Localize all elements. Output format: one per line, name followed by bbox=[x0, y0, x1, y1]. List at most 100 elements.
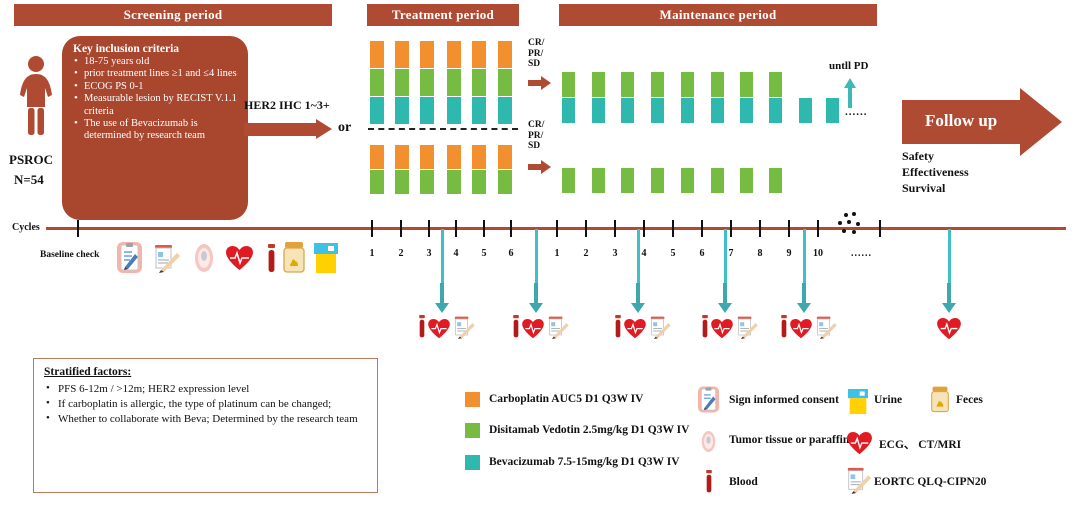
phase-label: Screening period bbox=[123, 7, 223, 22]
timeline-scatter-dots bbox=[832, 212, 866, 238]
phase-label: Maintenance period bbox=[659, 7, 777, 22]
bar-bevacizumab bbox=[769, 98, 782, 123]
eortc-questionnaire-icon bbox=[152, 243, 181, 273]
ecg-heart-icon bbox=[522, 319, 544, 339]
ecg-heart-icon bbox=[226, 246, 253, 271]
bar-bevacizumab bbox=[562, 98, 575, 123]
timeline-tick bbox=[614, 220, 616, 237]
blood-tube-icon bbox=[781, 315, 787, 338]
bar-disitamab bbox=[711, 168, 724, 193]
timeline-tick bbox=[428, 220, 430, 237]
bar-bevacizumab bbox=[621, 98, 634, 123]
followup-outcome: Survival bbox=[902, 181, 946, 195]
stratified-item: Whether to collaborate with Beva; Determ… bbox=[44, 411, 367, 426]
randomization-arrow-shaft bbox=[244, 123, 316, 136]
bar-disitamab bbox=[592, 72, 605, 97]
followup-outcomes: Safety Effectiveness Survival bbox=[902, 148, 969, 196]
legend-label-urine: Urine bbox=[874, 394, 903, 406]
bar-disitamab bbox=[711, 72, 724, 97]
cycle-number: 5 bbox=[481, 248, 487, 259]
patient-pictogram-icon bbox=[14, 55, 58, 137]
assessment-icon-group bbox=[937, 318, 961, 340]
bar-carboplatin bbox=[420, 145, 434, 169]
bar-disitamab bbox=[562, 168, 575, 193]
response-line: SD bbox=[528, 59, 541, 69]
assessment-arrow-icon bbox=[796, 283, 812, 313]
stratified-factors-title: Stratified factors: bbox=[44, 366, 367, 378]
bar-disitamab bbox=[562, 72, 575, 97]
arm-divider-dashed-line bbox=[368, 128, 518, 130]
bar-disitamab bbox=[651, 72, 664, 97]
assessment-marker bbox=[535, 229, 538, 301]
cycle-number: 9 bbox=[786, 248, 792, 259]
legend-label-eortc: EORTC QLQ-CIPN20 bbox=[874, 476, 987, 488]
urine-cup-icon bbox=[314, 243, 338, 273]
bar-bevacizumab bbox=[711, 98, 724, 123]
bar-carboplatin bbox=[498, 145, 512, 169]
cycle-number: 4 bbox=[453, 248, 459, 259]
bar-disitamab bbox=[472, 170, 486, 194]
ecg-heart-icon bbox=[790, 319, 812, 339]
assessment-arrow-icon bbox=[528, 283, 544, 313]
phase-header-maintenance: Maintenance period bbox=[559, 4, 877, 26]
legend-swatch-carboplatin bbox=[465, 392, 480, 407]
eortc-questionnaire-icon bbox=[548, 316, 569, 339]
bar-disitamab bbox=[769, 168, 782, 193]
timeline-tick bbox=[371, 220, 373, 237]
population-count: N=54 bbox=[14, 172, 44, 187]
inclusion-item: ECOG PS 0-1 bbox=[71, 80, 240, 93]
bar-disitamab bbox=[395, 170, 409, 194]
assessment-marker bbox=[948, 229, 951, 301]
inclusion-criteria-box: Key inclusion criteria 18-75 years old p… bbox=[62, 36, 248, 220]
timeline-tick bbox=[879, 220, 881, 237]
timeline-tick-baseline bbox=[77, 220, 79, 237]
bar-disitamab bbox=[370, 170, 384, 194]
assessment-marker bbox=[637, 229, 640, 301]
bar-bevacizumab bbox=[447, 97, 461, 124]
bar-carboplatin bbox=[472, 41, 486, 68]
assessment-arrow-icon bbox=[717, 283, 733, 313]
timeline-tick bbox=[701, 220, 703, 237]
assessment-marker bbox=[803, 229, 806, 301]
stratified-item: If carboplatin is allergic, the type of … bbox=[44, 396, 367, 411]
bar-bevacizumab bbox=[498, 97, 512, 124]
legend-swatch-bevacizumab bbox=[465, 455, 480, 470]
stratified-factors-box: Stratified factors: PFS 6-12m / >12m; HE… bbox=[33, 358, 378, 493]
bar-carboplatin bbox=[395, 145, 409, 169]
blood-tube-icon bbox=[267, 244, 276, 274]
legend-label-feces: Feces bbox=[956, 394, 983, 406]
bar-bevacizumab bbox=[799, 98, 812, 123]
cycle-number: 10 bbox=[813, 248, 823, 259]
response-line: SD bbox=[528, 141, 541, 151]
stratified-factors-list: PFS 6-12m / >12m; HER2 expression level … bbox=[44, 381, 367, 426]
assessment-marker bbox=[724, 229, 727, 301]
cycle-number: 7 bbox=[728, 248, 734, 259]
legend-consent-clipboard-icon bbox=[698, 386, 719, 413]
randomization-arrow-head bbox=[316, 119, 332, 139]
timeline-tick bbox=[788, 220, 790, 237]
bar-disitamab bbox=[769, 72, 782, 97]
stratified-title-text: Stratified factors bbox=[44, 366, 128, 378]
bar-bevacizumab bbox=[681, 98, 694, 123]
or-divider-label: or bbox=[338, 120, 352, 135]
blood-tube-icon bbox=[419, 315, 425, 338]
legend-label-disitamab: Disitamab Vedotin 2.5mg/kg D1 Q3W IV bbox=[489, 424, 690, 436]
eortc-questionnaire-icon bbox=[650, 316, 671, 339]
followup-label: Follow up bbox=[925, 111, 998, 130]
bar-bevacizumab bbox=[651, 98, 664, 123]
bar-disitamab bbox=[740, 168, 753, 193]
cycle-continuation-dots: ...... bbox=[851, 248, 872, 259]
population-code: PSROC bbox=[9, 152, 54, 167]
assessment-icon-group bbox=[701, 315, 759, 339]
bar-disitamab bbox=[621, 72, 634, 97]
inclusion-item: 18-75 years old bbox=[71, 55, 240, 68]
assessment-icon-group bbox=[512, 315, 570, 339]
response-criteria-arm-b: CR/ PR/ SD bbox=[528, 120, 544, 152]
bar-carboplatin bbox=[395, 41, 409, 68]
assessment-icon-group bbox=[418, 315, 476, 339]
legend-ecg-heart-icon bbox=[847, 432, 872, 455]
bar-disitamab bbox=[370, 69, 384, 96]
bar-disitamab bbox=[621, 168, 634, 193]
stratified-item: PFS 6-12m / >12m; HER2 expression level bbox=[44, 381, 367, 396]
cycle-number: 1 bbox=[369, 248, 375, 259]
